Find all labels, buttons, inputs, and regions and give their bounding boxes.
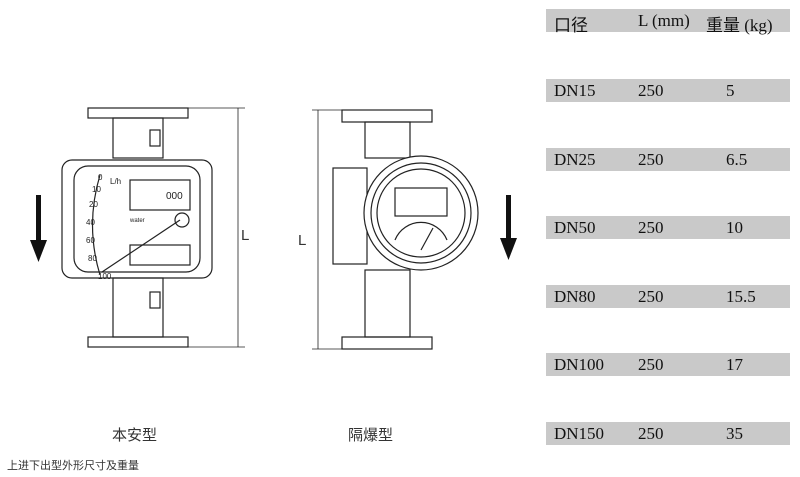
scale-tick: 20 xyxy=(89,200,98,209)
cell-length: 250 xyxy=(638,150,664,169)
flow-direction-arrow-icon xyxy=(500,195,517,260)
cell-dn: DN15 xyxy=(554,81,596,100)
table-row: DN100 250 17 xyxy=(546,353,790,376)
table-row: DN15 250 5 xyxy=(546,79,790,102)
dimension-drawings: L/h 0 10 20 40 60 80 100 000 water L L xyxy=(30,107,517,350)
table-row: DN150 250 35 xyxy=(546,422,790,445)
scale-tick: 40 xyxy=(86,218,95,227)
table-row: DN80 250 15.5 xyxy=(546,285,790,308)
cell-length: 250 xyxy=(638,355,664,374)
table-row: DN50 250 10 xyxy=(546,216,790,239)
dimension-l-right: L xyxy=(298,232,306,249)
scale-tick: 60 xyxy=(86,236,95,245)
cell-weight: 15.5 xyxy=(726,287,756,306)
header-diameter: 口径 xyxy=(554,16,588,35)
header-length: L (mm) xyxy=(638,11,690,30)
flow-direction-arrow-icon xyxy=(30,195,47,262)
header-weight: 重量 (kg) xyxy=(706,16,773,35)
explosion-proof-meter-drawing xyxy=(312,109,479,350)
cell-dn: DN150 xyxy=(554,424,605,443)
cell-length: 250 xyxy=(638,287,664,306)
figure-caption: 上进下出型外形尺寸及重量 xyxy=(7,459,139,472)
display-reading: 000 xyxy=(166,191,183,202)
cell-dn: DN80 xyxy=(554,287,596,306)
cell-length: 250 xyxy=(638,81,664,100)
cell-weight: 10 xyxy=(726,218,743,237)
intrinsic-safe-label: 本安型 xyxy=(112,426,158,444)
cell-weight: 6.5 xyxy=(726,150,748,169)
table-header: 口径 L (mm) 重量 (kg) xyxy=(546,9,790,35)
scale-unit: L/h xyxy=(110,177,121,186)
cell-dn: DN25 xyxy=(554,150,596,169)
scale-tick: 80 xyxy=(88,254,97,263)
cell-dn: DN50 xyxy=(554,218,596,237)
intrinsic-safe-meter-drawing xyxy=(61,107,245,348)
cell-length: 250 xyxy=(638,218,664,237)
cell-weight: 17 xyxy=(726,355,743,374)
cell-weight: 5 xyxy=(726,81,735,100)
cell-weight: 35 xyxy=(726,424,743,443)
explosion-proof-label: 隔爆型 xyxy=(348,426,394,444)
scale-tick: 100 xyxy=(98,272,112,281)
cell-length: 250 xyxy=(638,424,664,443)
medium-label: water xyxy=(129,218,145,224)
dimension-l-left: L xyxy=(241,227,249,244)
cell-dn: DN100 xyxy=(554,355,605,374)
scale-tick: 10 xyxy=(92,185,101,194)
scale-tick: 0 xyxy=(98,173,103,182)
table-row: DN25 250 6.5 xyxy=(546,148,790,171)
